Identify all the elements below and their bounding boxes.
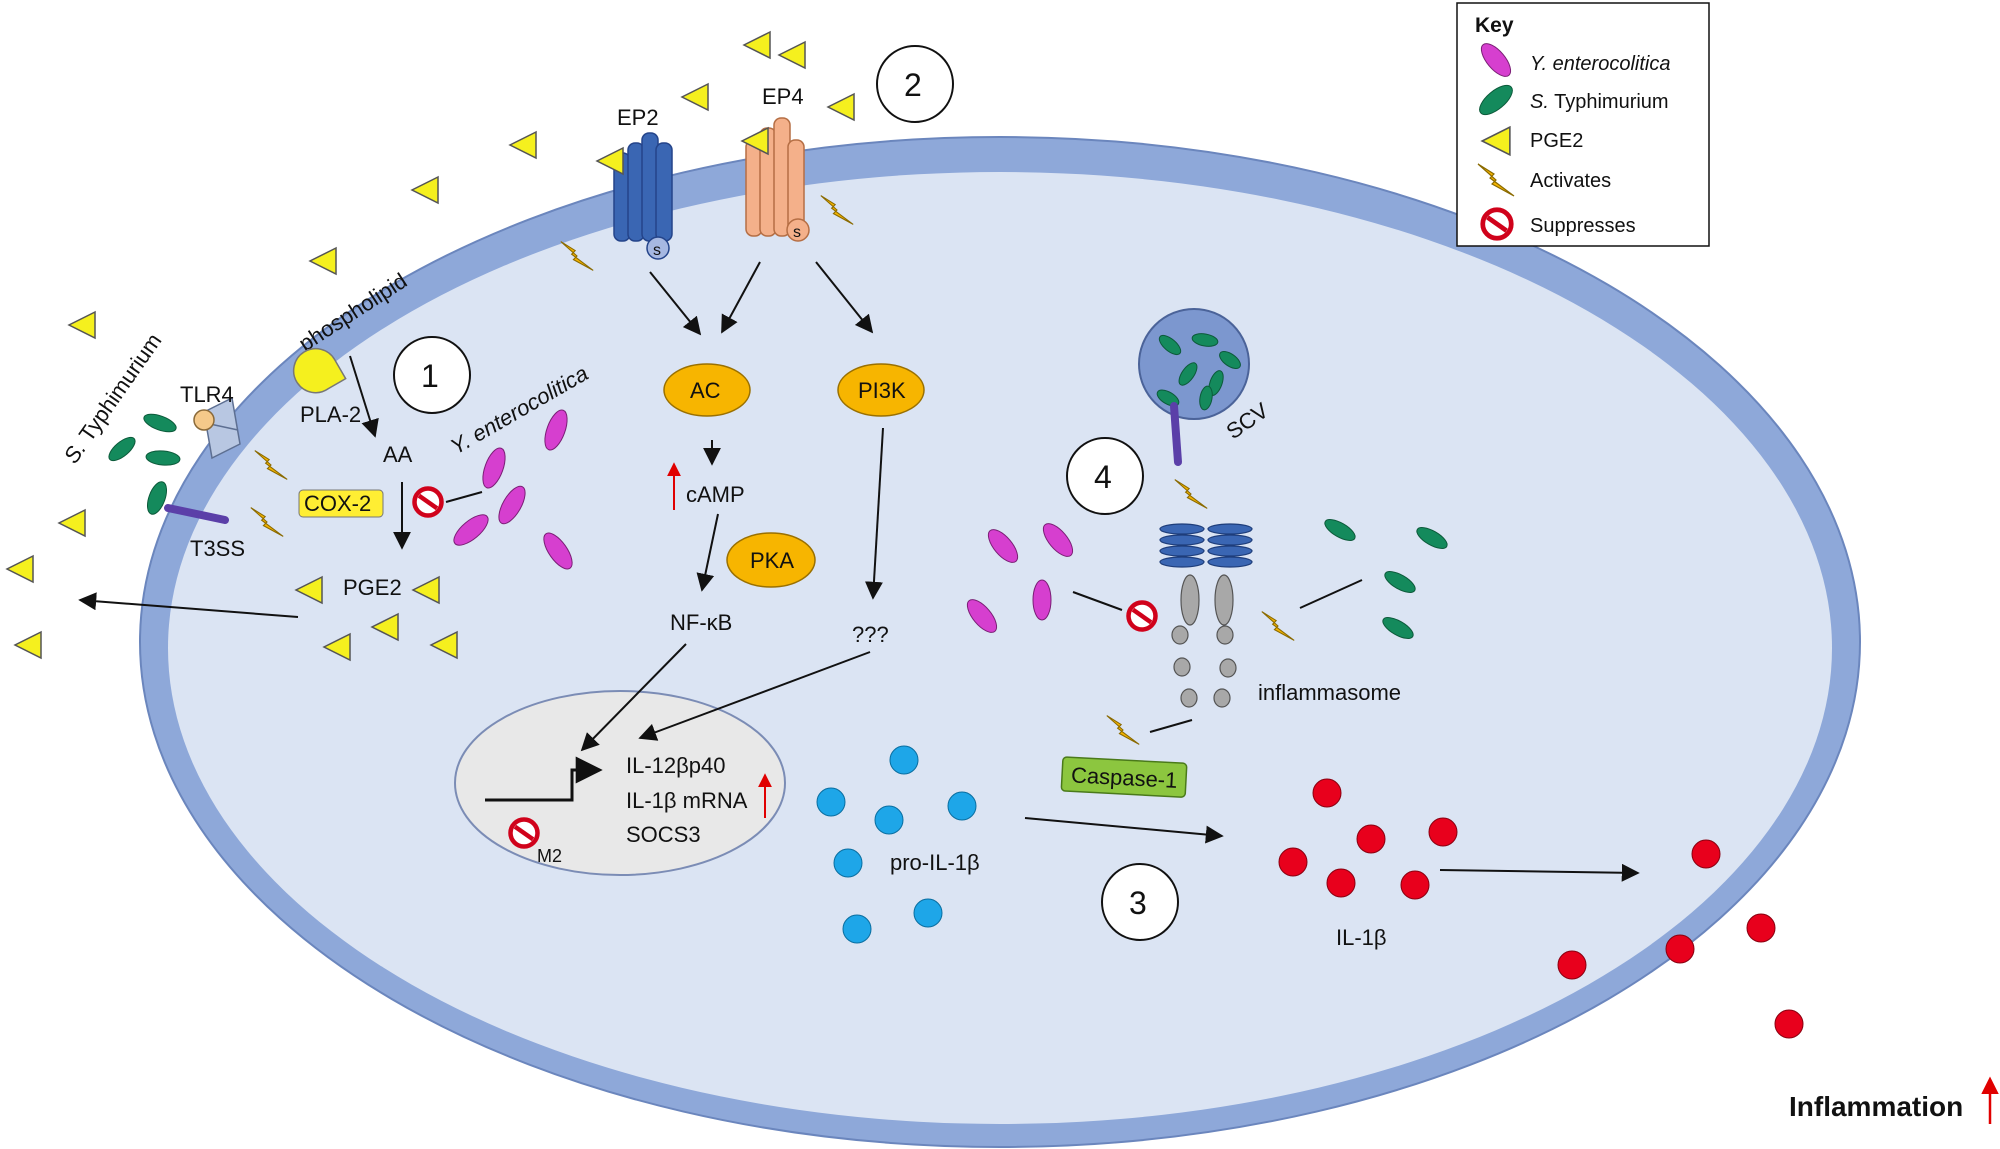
- ep2-receptor: s EP2: [613, 105, 673, 260]
- socs3-label: SOCS3: [626, 822, 701, 847]
- legend-title: Key: [1475, 14, 1514, 37]
- pla2-enzyme: [292, 347, 347, 394]
- pge2-label: PGE2: [343, 575, 402, 600]
- nucleus: IL-12βp40 IL-1β mRNA SOCS3 M2: [454, 690, 786, 876]
- ep2-s-label: s: [653, 242, 661, 259]
- cytoplasm: [168, 172, 1832, 1124]
- legend-suppresses-icon: [1483, 210, 1512, 239]
- pro-il1b-molecules: [816, 745, 977, 944]
- step-1: 1: [421, 358, 439, 394]
- suppress-icon: [1129, 603, 1156, 630]
- caspase1-label: Caspase-1: [1070, 762, 1178, 793]
- pi3k-label: PI3K: [858, 378, 906, 403]
- cox2-label: COX-2: [304, 491, 371, 516]
- ac-label: AC: [690, 378, 721, 403]
- s-typhimurium-label: S. Typhimurium: [59, 329, 167, 468]
- step-markers: 1 2 3 4: [393, 45, 1179, 941]
- il12-label: IL-12βp40: [626, 753, 726, 778]
- t3ss-needle: [164, 504, 229, 524]
- caspase1-box: Caspase-1: [1060, 756, 1188, 798]
- scv-bacteria: [1156, 333, 1241, 411]
- camp-label: cAMP: [686, 482, 745, 507]
- inflammasome-label: inflammasome: [1258, 680, 1401, 705]
- inflammation-label: Inflammation: [1789, 1091, 1963, 1122]
- tlr4-receptor: [193, 396, 241, 460]
- y-enterocolitica-bacteria: [453, 409, 573, 570]
- aa-label: AA: [383, 442, 413, 467]
- t3ss-label: T3SS: [190, 536, 245, 561]
- step-4: 4: [1094, 459, 1112, 495]
- ac-node: [663, 363, 751, 417]
- legend-yersinia-icon: [1480, 43, 1512, 77]
- legend-label-yersinia: Y. enterocolitica: [1530, 53, 1670, 75]
- cox2-box: [298, 489, 384, 518]
- inflammasome-complex: [1159, 523, 1253, 708]
- legend-label-salmonella: S. Typhimurium: [1530, 91, 1669, 113]
- center-pathway: AC PI3K cAMP PKA NF-κB ???: [560, 194, 925, 752]
- legend: Key Y. enterocolitica S. Typhimurium PGE…: [1456, 2, 1710, 247]
- promoter-line-icon: [485, 756, 603, 802]
- pro-il1b-label: pro-IL-1β: [890, 850, 980, 875]
- legend-salmonella-icon: [1479, 84, 1513, 116]
- il1b-processing: pro-IL-1β IL-1β: [816, 745, 1804, 1039]
- ep4-label: EP4: [762, 84, 804, 109]
- ep2-label: EP2: [617, 105, 659, 130]
- suppress-icon: [415, 489, 442, 516]
- suppress-icon: [511, 820, 538, 847]
- unknown-label: ???: [852, 622, 889, 647]
- il1b-mrna-label: IL-1β mRNA: [626, 788, 748, 813]
- tlr4-label: TLR4: [180, 382, 234, 407]
- pla2-label: PLA-2: [300, 402, 361, 427]
- step-3: 3: [1129, 885, 1147, 921]
- pka-label: PKA: [750, 548, 794, 573]
- ep4-s-label: s: [793, 224, 801, 241]
- y-enterocolitica-bacteria: [966, 523, 1074, 633]
- il1b-label: IL-1β: [1336, 925, 1387, 950]
- legend-label-pge2: PGE2: [1530, 130, 1583, 152]
- pka-node: [726, 532, 816, 588]
- pi3k-node: [837, 363, 925, 417]
- ep4-receptor: s EP4: [745, 84, 810, 242]
- inflammasome-area: SCV inflammasome: [966, 308, 1448, 798]
- legend-label-activates: Activates: [1530, 170, 1611, 192]
- il1b-molecules: [1278, 778, 1804, 1039]
- step-2: 2: [904, 67, 922, 103]
- s-typhimurium-bacteria: [108, 413, 181, 515]
- s-typhimurium-bacteria: [1324, 519, 1448, 639]
- m2-label: M2: [537, 846, 562, 866]
- nfkb-label: NF-κB: [670, 610, 732, 635]
- legend-label-suppresses: Suppresses: [1530, 215, 1636, 237]
